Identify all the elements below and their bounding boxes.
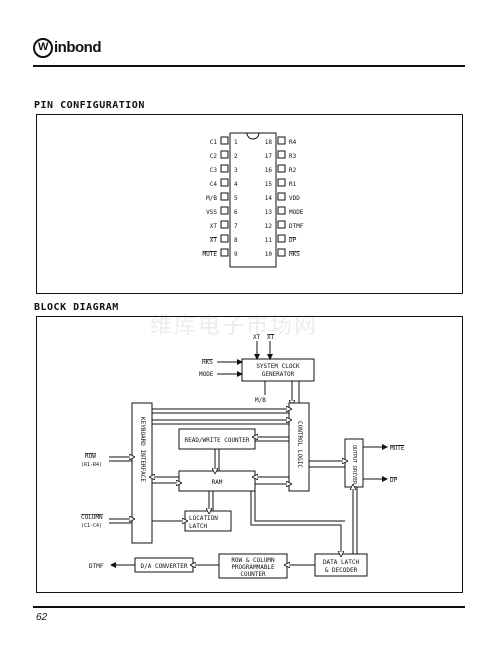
pin-label: MODE (289, 209, 304, 216)
pin-pad (277, 248, 286, 257)
pin-pad (220, 206, 229, 215)
output-label: OUTPUT DRIVER (351, 445, 357, 485)
pin-pad (220, 164, 229, 173)
logo-text: inbond (54, 38, 101, 56)
pin-number: 15 (265, 181, 273, 188)
dl-label-1: DATA LATCH (323, 559, 360, 566)
pin-number: 17 (265, 153, 273, 160)
row-sub-label: (R1-R4) (81, 462, 102, 468)
pin-label: C3 (210, 167, 218, 174)
da-label: D/A CONVERTER (141, 563, 188, 570)
pin-pad (220, 220, 229, 229)
pin-label: DP (289, 237, 297, 244)
pin-label: XT (210, 237, 218, 244)
hks-input-label: HKS (202, 359, 213, 366)
pin-pad (277, 234, 286, 243)
pin-label: C2 (210, 153, 218, 160)
xtb-input-label: XT (267, 334, 275, 341)
pin-pad (277, 206, 286, 215)
pin-label: XT (210, 223, 218, 230)
pin-number: 2 (234, 153, 238, 160)
pin-pad (220, 192, 229, 201)
column-label: COLUMN (81, 514, 103, 521)
pin-number: 14 (265, 195, 273, 202)
pin-pad (277, 220, 286, 229)
pin-pad (277, 192, 286, 201)
pin-pad (220, 248, 229, 257)
pin-number: 11 (265, 237, 273, 244)
control-logic (288, 402, 310, 492)
mb-label: M/B (255, 397, 266, 404)
keyboard-interface (131, 402, 153, 544)
pin-number: 13 (265, 209, 273, 216)
ic-notch (246, 132, 260, 140)
clk-label-1: SYSTEM CLOCK (256, 363, 300, 370)
pin-number: 9 (234, 251, 238, 258)
pin-label: VSS (206, 209, 217, 216)
pin-pad (277, 164, 286, 173)
footer-rule (33, 606, 465, 608)
pin-pad (220, 234, 229, 243)
loc-label-1: LOCATION (189, 515, 218, 522)
ram-label: RAM (212, 479, 223, 486)
pin-number: 5 (234, 195, 238, 202)
block-diagram-frame: SYSTEM CLOCK GENERATOR XT XT HKS MODE M/… (36, 316, 463, 593)
pin-label: R4 (289, 139, 297, 146)
pin-label: R2 (289, 167, 297, 174)
ic-package (229, 132, 277, 268)
pin-label: MUTE (203, 251, 218, 258)
pin-label: DTMF (289, 223, 304, 230)
mute-output-label: MUTE (390, 445, 405, 452)
pin-number: 12 (265, 223, 273, 230)
block-diagram-title: BLOCK DIAGRAM (34, 302, 119, 313)
pin-number: 8 (234, 237, 238, 244)
pin-number: 4 (234, 181, 238, 188)
system-clock-generator (241, 358, 315, 382)
page-number: 62 (36, 612, 48, 623)
clk-label-2: GENERATOR (262, 371, 295, 378)
pin-label: R1 (289, 181, 297, 188)
pin-number: 18 (265, 139, 273, 146)
pin-number: 6 (234, 209, 238, 216)
pin-label: C4 (210, 181, 218, 188)
loc-label-2: LATCH (189, 523, 207, 530)
pin-pad (277, 150, 286, 159)
pin-pad (277, 136, 286, 145)
pin-number: 3 (234, 167, 238, 174)
control-label: CONTROL LOGIC (296, 421, 303, 468)
pin-config-title: PIN CONFIGURATION (34, 100, 145, 111)
pin-label: M/B (206, 195, 217, 202)
dtmf-output-label: DTMF (89, 563, 104, 570)
prog-label-1: ROW & COLUMN (231, 557, 275, 564)
pin-number: 16 (265, 167, 273, 174)
pin-label: VDD (289, 195, 300, 202)
xt-input-label: XT (253, 334, 261, 341)
watermark: 维库电子市场网 (150, 314, 319, 339)
col-sub-label: (C1-C4) (81, 523, 102, 529)
mode-input-label: MODE (199, 371, 214, 378)
pin-pad (277, 178, 286, 187)
dl-label-2: & DECODER (325, 567, 358, 574)
pin-number: 10 (265, 251, 273, 258)
header-rule (33, 65, 465, 67)
dp-output-label: DP (390, 477, 398, 484)
pin-pad (220, 136, 229, 145)
logo-mark: W (33, 38, 53, 58)
pin-number: 1 (234, 139, 238, 146)
pin-pad (220, 178, 229, 187)
keyboard-label: KEYBOARD INTERFACE (139, 417, 146, 482)
block-diagram: SYSTEM CLOCK GENERATOR XT XT HKS MODE M/… (81, 334, 405, 579)
pin-label: R3 (289, 153, 297, 160)
pin-label: HKS (289, 251, 300, 258)
pin-label: C1 (210, 139, 218, 146)
pin-pad (220, 150, 229, 159)
rw-counter-label: READ/WRITE COUNTER (184, 437, 249, 444)
prog-label-3: COUNTER (240, 571, 266, 578)
row-label: ROW (85, 453, 96, 460)
pin-number: 7 (234, 223, 238, 230)
prog-label-2: PROGRAMMABLE (231, 564, 275, 571)
